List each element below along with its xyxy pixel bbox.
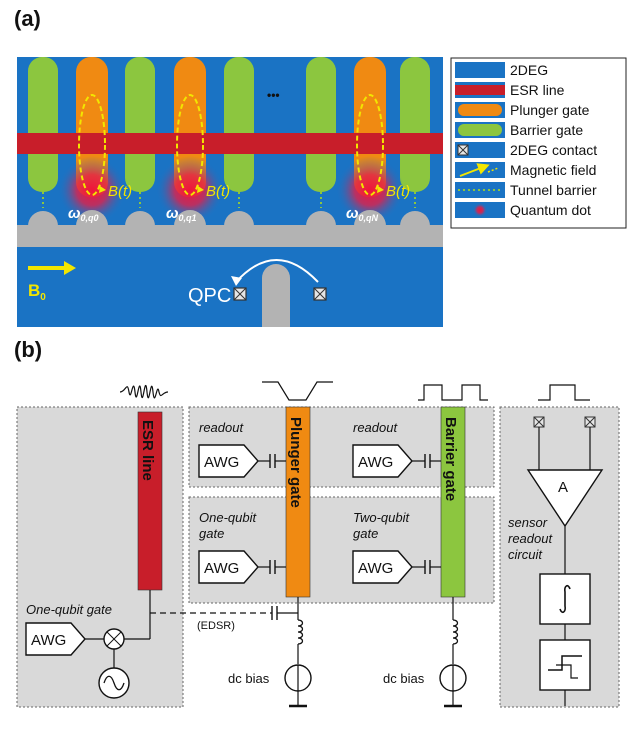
edsr-label: (EDSR) — [197, 620, 235, 632]
local-oscillator — [98, 667, 130, 699]
legend-swatch-plunger — [458, 104, 502, 116]
legend-swatch-barrier — [458, 124, 502, 136]
legend-swatch-esr — [455, 85, 505, 95]
panel-b-label: (b) — [14, 337, 43, 362]
barrier-gate-bar — [440, 406, 466, 598]
sensor-contact — [584, 416, 596, 428]
legend-label: Plunger gate — [510, 102, 590, 118]
barrier-gate — [28, 57, 58, 192]
sensor-contact — [533, 416, 545, 428]
barrier-gate — [400, 57, 430, 192]
dc-bias-label: dc bias — [228, 671, 270, 686]
legend-label: 2DEG contact — [510, 142, 597, 158]
barrier-gate-label: Barrier gate — [442, 417, 459, 501]
two-qubit-label: Two-qubit — [353, 510, 411, 525]
legend-swatch-dot — [473, 203, 487, 217]
legend-label: ESR line — [510, 82, 565, 98]
legend-label: Barrier gate — [510, 122, 583, 138]
awg-label: AWG — [204, 454, 239, 471]
awg-label: AWG — [204, 560, 239, 577]
amplifier — [526, 469, 604, 528]
plunger-pulse-waveform — [262, 381, 333, 401]
legend-label: Tunnel barrier — [510, 182, 597, 198]
awg-label: AWG — [31, 632, 66, 649]
qpc-gate — [262, 264, 290, 327]
legend-swatch-2deg — [455, 62, 505, 78]
sensor-label: sensor — [508, 515, 548, 530]
legend-swatch-contact — [457, 144, 469, 156]
legend-label: 2DEG — [510, 62, 548, 78]
amplifier-label: A — [558, 479, 568, 496]
field-label: B(t) — [108, 183, 132, 200]
readout-label: readout — [199, 420, 244, 435]
2deg-contact — [233, 287, 247, 301]
field-arrowheads — [99, 186, 384, 193]
awg-esr: AWG — [25, 622, 104, 656]
threshold-icon — [548, 655, 582, 671]
esr-one-qubit-label: One-qubit gate — [26, 602, 112, 617]
one-qubit-label: One-qubit — [199, 510, 257, 525]
qpc-label: QPC — [188, 285, 231, 307]
panel-a-label: (a) — [14, 6, 41, 31]
awg-label: AWG — [358, 454, 393, 471]
awg-readout-plunger: AWG — [198, 444, 286, 478]
dc-bias-label: dc bias — [383, 671, 425, 686]
esr-line — [17, 133, 443, 154]
ellipsis: ••• — [267, 88, 280, 102]
mixer — [103, 628, 125, 650]
quantum-dot — [336, 156, 404, 224]
field-loops — [78, 94, 384, 196]
bottom-gate — [17, 210, 443, 247]
quantum-dot — [58, 156, 126, 224]
sensor-label: circuit — [508, 547, 543, 562]
sensor-label: readout — [508, 531, 553, 546]
barrier-pulse-waveform — [418, 384, 488, 401]
esr-pulse-waveform — [119, 384, 169, 399]
legend-label: Quantum dot — [510, 202, 591, 218]
barrier-gates — [28, 57, 430, 192]
plunger-gate-bar — [285, 406, 311, 598]
esr-line-label: ESR line — [139, 420, 156, 481]
b0-arrowhead — [64, 261, 76, 275]
bias-tee-inductor — [452, 619, 459, 645]
integral-icon — [559, 584, 571, 614]
control-schematic: ESR line Plunger gate Barrier gate reado… — [16, 381, 620, 708]
readout-label: readout — [353, 420, 398, 435]
one-qubit-label: gate — [199, 526, 224, 541]
legend-swatch-field — [459, 163, 490, 177]
awg-one-qubit-plunger: AWG — [198, 550, 286, 584]
current-arrowhead — [231, 276, 242, 286]
awg-two-qubit-barrier: AWG — [352, 550, 441, 584]
barrier-gate — [306, 57, 336, 192]
bias-tee-inductor — [297, 619, 304, 645]
device-schematic: B(t) B(t) B(t) ω0,q0 ω0,q1 ω0,qN ••• B0 … — [17, 57, 443, 327]
omega-label: ω0,qN — [346, 205, 379, 223]
awg-readout-barrier: AWG — [352, 444, 441, 478]
2deg-contact — [313, 287, 327, 301]
b0-label: B0 — [28, 281, 46, 303]
legend: 2DEG ESR line Plunger gate Barrier gate … — [450, 57, 627, 229]
barrier-gate — [125, 57, 155, 192]
field-label: B(t) — [386, 183, 410, 200]
two-qubit-label: gate — [353, 526, 378, 541]
legend-label: Magnetic field — [510, 162, 596, 178]
sensor-pulse-waveform — [538, 384, 590, 401]
omega-label: ω0,q0 — [68, 205, 99, 223]
omega-label: ω0,q1 — [166, 205, 197, 223]
plunger-gate-label: Plunger gate — [287, 417, 304, 508]
barrier-gate — [224, 57, 254, 192]
quantum-dot — [156, 156, 224, 224]
current-arc — [235, 259, 319, 283]
field-label: B(t) — [206, 183, 230, 200]
awg-label: AWG — [358, 560, 393, 577]
